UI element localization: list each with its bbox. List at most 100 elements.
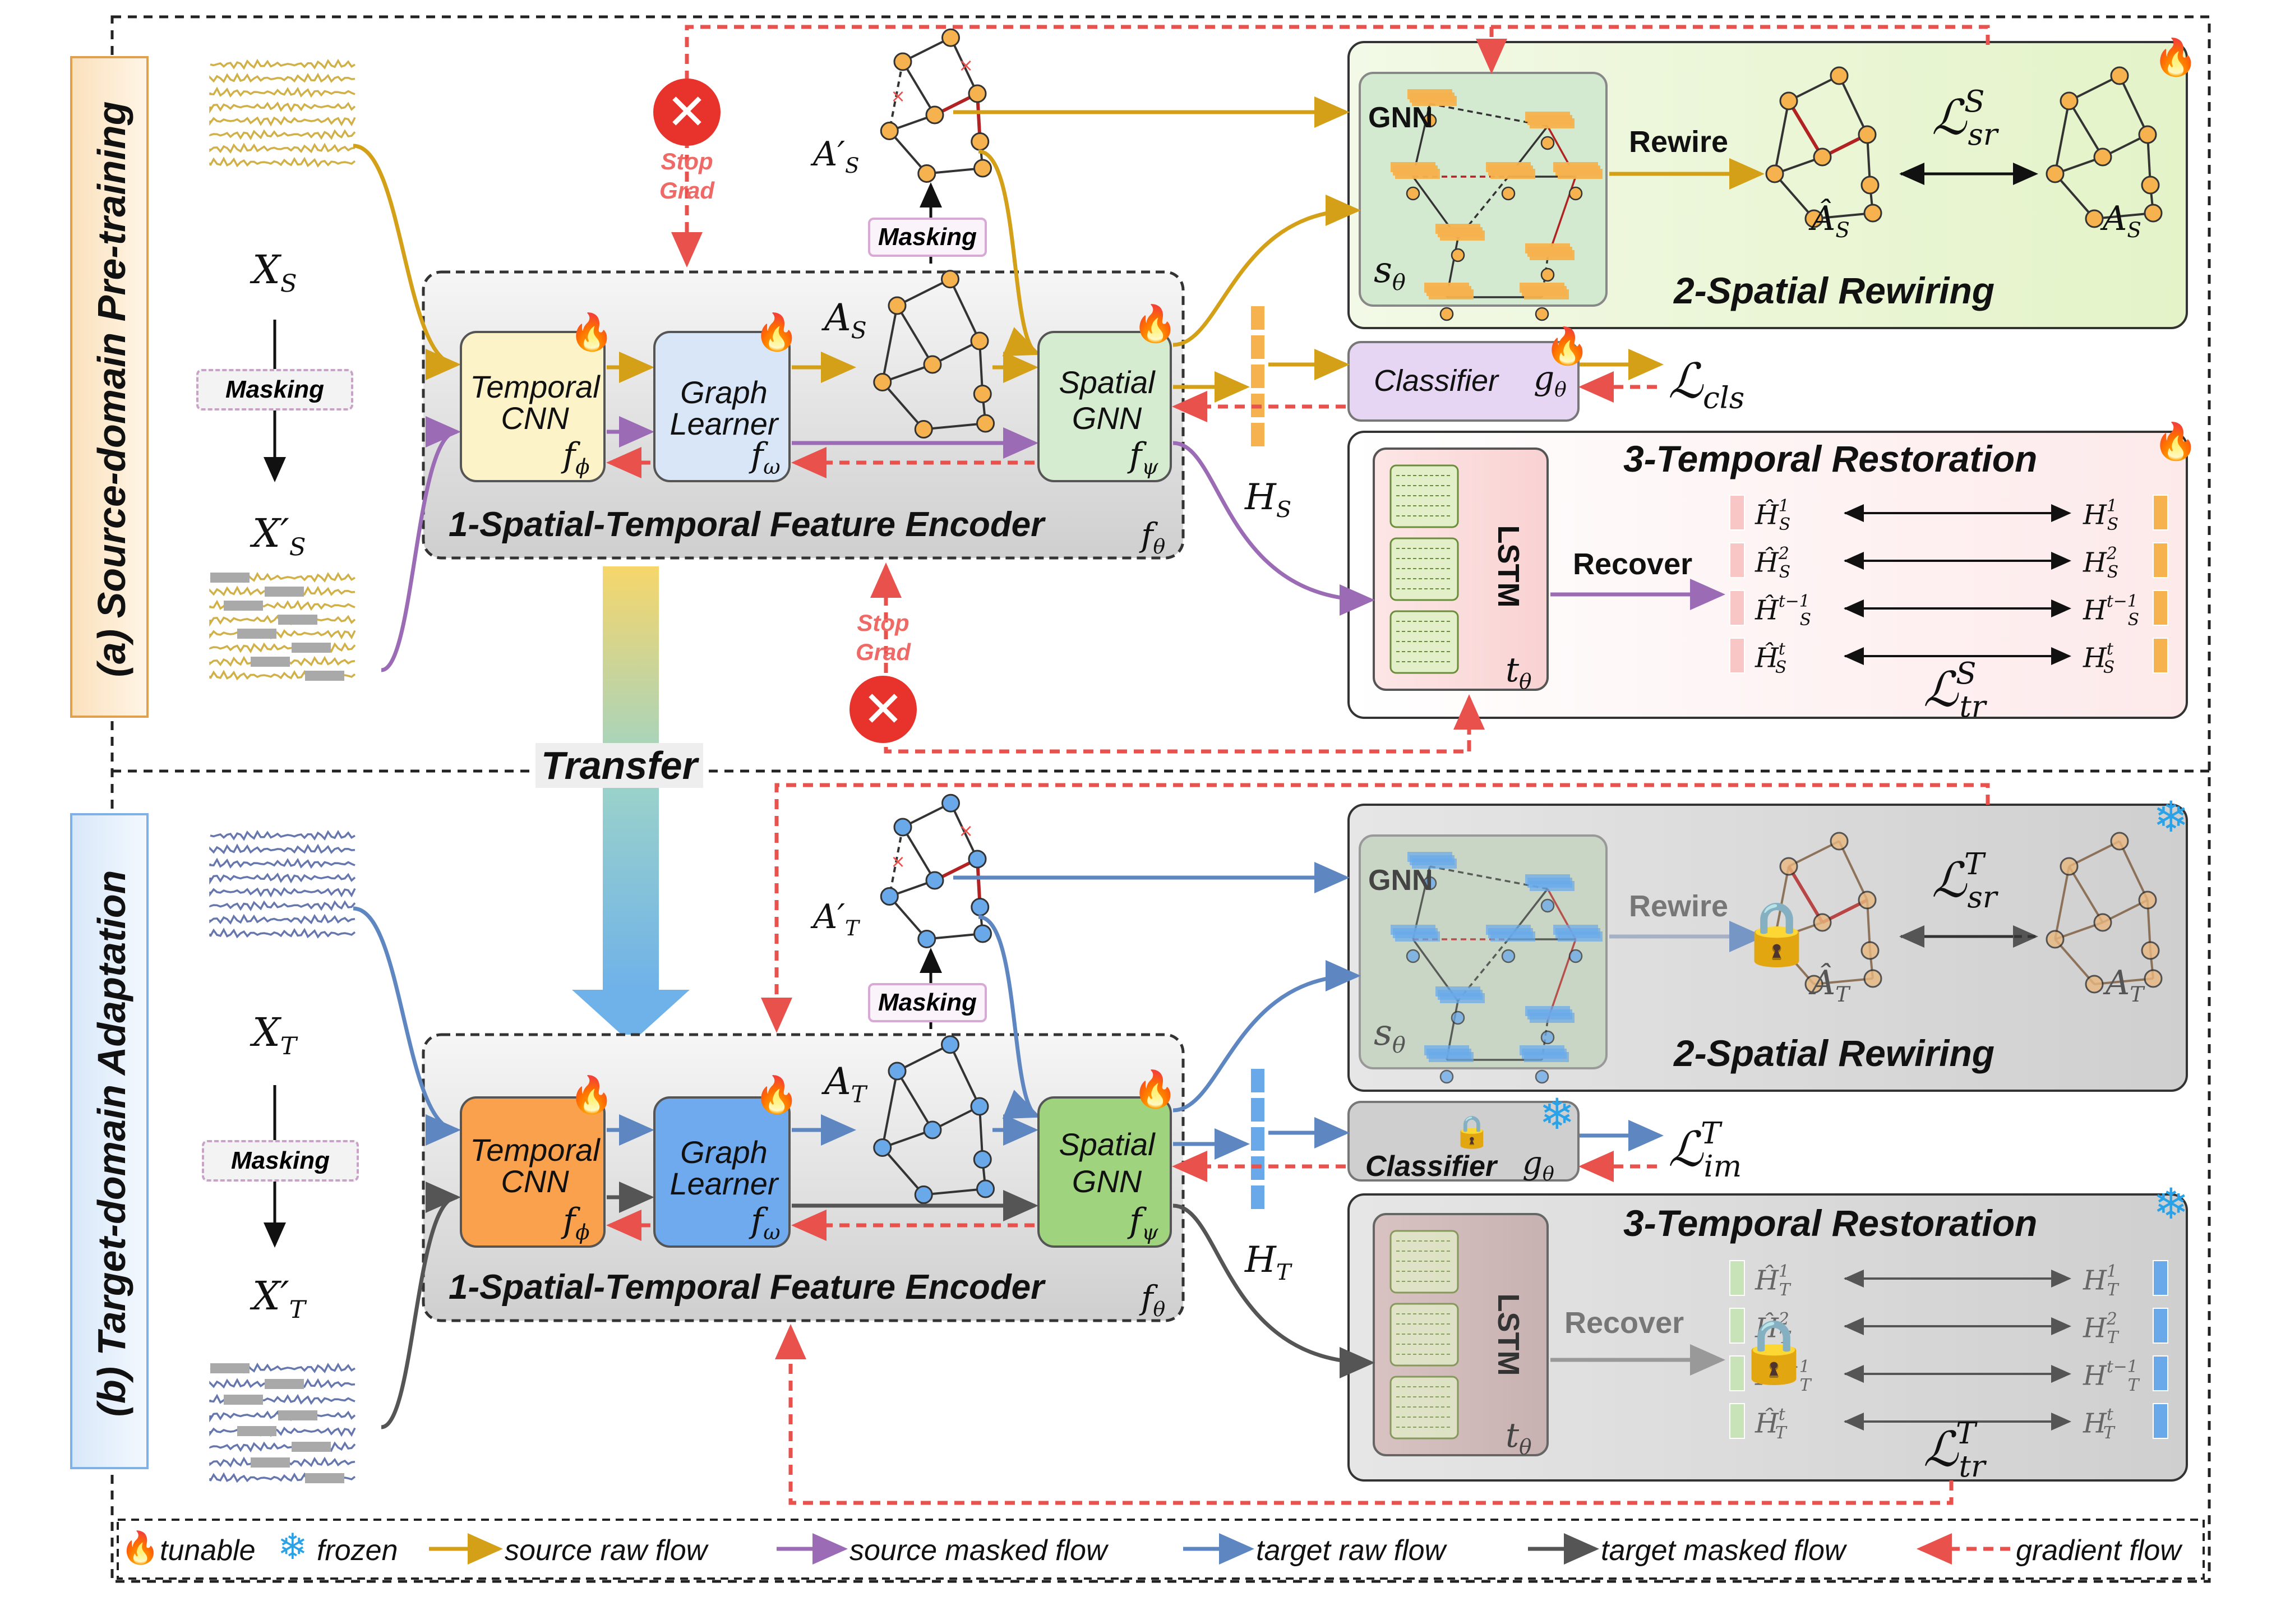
target-adj-masked: A′T (813, 897, 859, 941)
target-x-raw: XT (252, 1009, 297, 1061)
target-adj-graph-edge (881, 1071, 898, 1148)
target-a-graph-node (2085, 975, 2104, 994)
target-section-label-box: (b) Target-domain Adaptation (70, 813, 149, 1469)
source-adj-graph-edge (896, 304, 934, 366)
source-raw-signal-trace (209, 116, 356, 127)
target-adj-graph-edge (949, 1044, 981, 1107)
source-a-hat-graph-node (1863, 204, 1882, 223)
target-row-true-feature (2153, 1260, 2168, 1296)
stop-icon: ✕ (849, 676, 917, 743)
target-a-hat-graph-node (1765, 930, 1784, 949)
source-row-h: Ht−1S (2083, 592, 2140, 630)
source-gnn-inner-feature-bar (1524, 289, 1569, 299)
source-spatial-gnn-line2: GNN (1072, 400, 1142, 436)
target-raw-signal-trace (209, 928, 356, 939)
target-restoration-panel (1347, 1193, 2188, 1482)
source-row-restored-feature (1729, 495, 1745, 530)
source-graph-learner-line2: Learner (670, 406, 778, 441)
source-a-graph-node (2085, 209, 2104, 228)
target-s-theta: sθ (1374, 1012, 1406, 1058)
target-a-graph-edge (2068, 865, 2104, 924)
source-masked-signal-trace (209, 629, 356, 640)
source-masked-graph-node (880, 122, 899, 140)
source-masked-mask-block (224, 601, 263, 611)
target-row-true-feature (2153, 1403, 2168, 1439)
fire-icon: 🔥 (569, 312, 614, 352)
source-masked-mask-block (251, 657, 290, 667)
target-masked-graph-edge (926, 933, 983, 940)
source-h: HS (1245, 477, 1291, 523)
source-section-label: (a) Source-domain Pre-training (90, 101, 133, 677)
target-masked-graph-node (968, 850, 987, 869)
target-masked-mask-block (224, 1395, 263, 1405)
source-masked-mask-block (210, 573, 250, 583)
target-adj-graph-edge (897, 1043, 951, 1072)
source-raw-signal-trace (209, 101, 356, 114)
source-gradient-restoration-bottom (870, 562, 1471, 754)
source-temporal-cnn-line1: Temporal (470, 369, 600, 404)
source-gnn-inner-node (1501, 186, 1516, 201)
source-raw-signal-trace (209, 72, 355, 84)
target-graph-learner-symbol: fω (751, 1201, 781, 1245)
source-masking-tag-input: Masking (196, 369, 353, 410)
target-gnn-inner-feature-bar (1524, 1052, 1569, 1062)
source-a-graph-edge (2094, 212, 2154, 220)
source-masked-mask-block (237, 629, 276, 639)
source-row-h: HtS (2083, 639, 2115, 677)
source-h-stack-feature (1250, 363, 1266, 389)
source-raw-signal-trace (210, 58, 355, 70)
target-gnn-inner-node (1423, 876, 1437, 891)
source-raw-signal-trace (209, 156, 356, 168)
target-recover-label: Recover (1564, 1306, 1684, 1340)
source-a-hat-graph-edge (1813, 212, 1873, 220)
source-spatial-gnn-line1: Spatial (1059, 365, 1155, 400)
source-row-restored-feature (1729, 542, 1745, 578)
source-graph-learner-symbol: fω (751, 436, 781, 479)
target-row-h-hat: Ĥt−1T (1755, 1357, 1811, 1395)
source-recover-label: Recover (1573, 547, 1693, 581)
source-a-graph-edge (2069, 75, 2120, 102)
target-a-hat-graph-edge (1788, 840, 1840, 868)
source-row-h: H1S (2083, 496, 2119, 534)
source-temporal-cnn-symbol: fϕ (563, 436, 590, 479)
fire-icon: 🔥 (1545, 326, 1590, 366)
stop-icon: ✕ (653, 79, 721, 146)
target-rewiring-title: 2-Spatial Rewiring (1674, 1032, 1995, 1074)
target-gnn-label: GNN (1368, 864, 1433, 897)
target-masked-graph-edge (888, 896, 928, 940)
target-a-hat-graph-edge (1774, 938, 1815, 985)
target-adj-graph-node (973, 1150, 992, 1169)
target-gnn-inner-feature-bar (1490, 931, 1535, 942)
source-a-graph-node (2141, 176, 2160, 195)
target-masked-graph-node (893, 818, 912, 837)
source-gnn-inner-node (1406, 186, 1420, 201)
source-a-graph-node (2110, 66, 2129, 85)
target-rewire-label: Rewire (1629, 889, 1729, 923)
source-a-graph-node (2046, 164, 2065, 183)
source-masked-graph-node (893, 52, 912, 71)
target-masked-graph-node (971, 898, 990, 916)
target-masked-mask-block (210, 1363, 250, 1373)
source-masked-graph-node (925, 105, 944, 124)
source-raw-signal-trace (209, 86, 355, 98)
source-masked-graph-edge (888, 130, 928, 174)
target-row-h: H1T (2083, 1262, 2118, 1300)
target-h-stack-feature (1250, 1097, 1266, 1123)
source-restoration-title: 3-Temporal Restoration (1623, 438, 2038, 479)
legend-border (117, 1519, 2205, 1580)
source-a-graph-node (2144, 204, 2163, 223)
source-a-hat-graph-node (1860, 176, 1880, 195)
target-masked-graph-cut-mark: × (958, 820, 973, 841)
source-graph-learner-line1: Graph (680, 375, 768, 410)
lock-icon: 🔒 (1452, 1114, 1492, 1149)
source-a-hat: ÂS (1811, 199, 1850, 243)
target-a-graph-node (2141, 941, 2160, 960)
target-gnn-inner-node (1535, 1069, 1549, 1084)
target-row-h: HtT (2083, 1405, 2114, 1443)
target-gnn-inner-node (1439, 1069, 1454, 1084)
source-masked-flow-input (381, 416, 461, 672)
source-adj-masked: A′S (813, 135, 860, 178)
fire-icon: 🔥 (754, 312, 799, 352)
source-row-h-hat: ĤtS (1755, 639, 1787, 677)
fire-icon: 🔥 (1133, 1069, 1178, 1109)
